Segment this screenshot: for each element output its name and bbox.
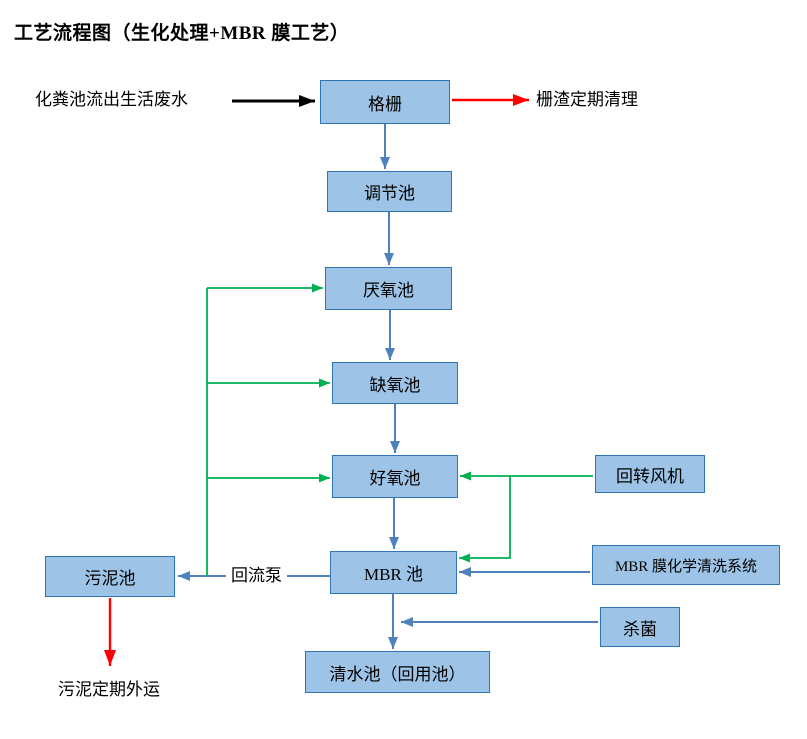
node-grille: 格栅 <box>320 80 450 124</box>
node-disinfection: 杀菌 <box>600 607 680 647</box>
label-slag-removal: 栅渣定期清理 <box>536 90 638 109</box>
diagram-title: 工艺流程图（生化处理+MBR 膜工艺） <box>14 23 350 44</box>
node-aerobic-tank: 好氧池 <box>332 455 458 498</box>
node-anoxic-tank: 缺氧池 <box>332 362 458 404</box>
node-rotary-blower: 回转风机 <box>595 455 705 493</box>
label-reflux-pump: 回流泵 <box>226 566 287 586</box>
arrow-blower-to-mbr <box>459 476 511 563</box>
node-sludge-tank: 污泥池 <box>45 556 175 597</box>
node-anaerobic-tank: 厌氧池 <box>325 267 452 310</box>
node-mbr-cleaning-system: MBR 膜化学清洗系统 <box>592 545 780 585</box>
label-influent: 化粪池流出生活废水 <box>35 90 188 109</box>
node-mbr-tank: MBR 池 <box>330 551 457 594</box>
node-clear-water-tank: 清水池（回用池） <box>305 651 490 693</box>
node-regulating-tank: 调节池 <box>327 171 452 212</box>
label-sludge-disposal: 污泥定期外运 <box>58 680 160 699</box>
